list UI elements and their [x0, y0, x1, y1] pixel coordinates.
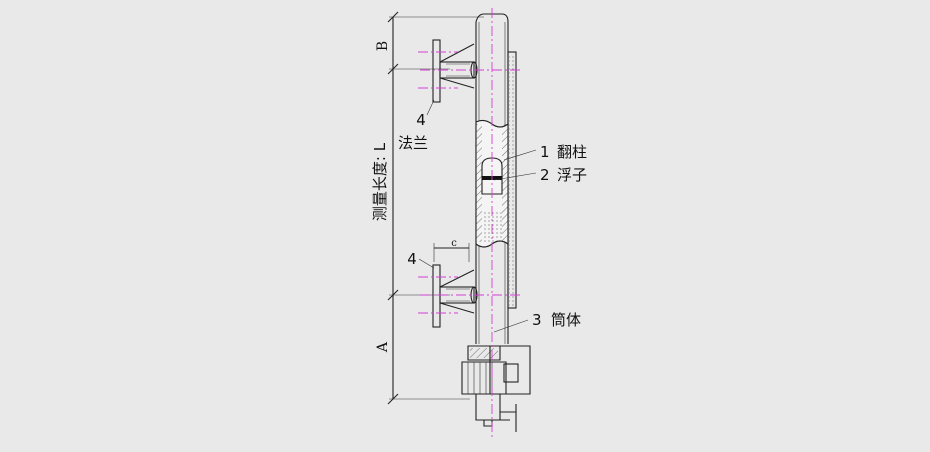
flange-label: 法兰: [398, 134, 428, 152]
flange-lower-number: 4: [407, 250, 417, 268]
dimension-lines: [387, 11, 484, 405]
leader-lines: [418, 99, 537, 333]
float-number: 2: [540, 166, 550, 184]
measure-length-label: 测量长度: L: [371, 142, 389, 221]
dimension-a-label: A: [375, 341, 391, 353]
flange-upper-number: 4: [416, 111, 426, 129]
flip-column-strip: [507, 51, 517, 309]
centerlines: [418, 8, 520, 440]
cylinder-number: 3: [532, 311, 542, 329]
cylinder-label: 筒体: [551, 311, 581, 329]
drain-body: [461, 345, 531, 432]
float-label: 浮子: [557, 166, 587, 184]
flip-column-label: 翻柱: [557, 143, 587, 161]
upper-flange: [432, 39, 478, 103]
dimension-b-label: B: [375, 41, 391, 51]
dimension-c-label: c: [451, 238, 457, 249]
lower-flange: [432, 264, 478, 328]
flip-column-number: 1: [540, 143, 550, 161]
